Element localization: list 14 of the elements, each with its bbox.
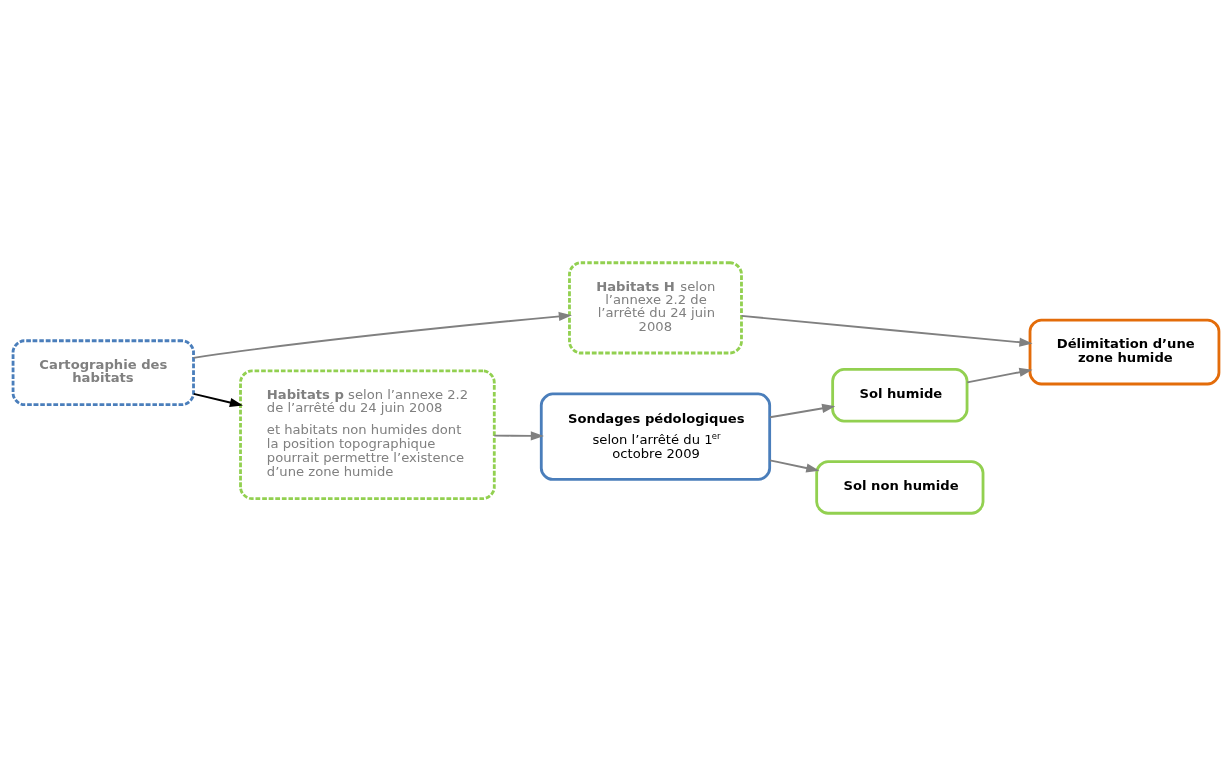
node-box: Sondages pédologiques selon l’arrêté du 1$^{er}$ octobre 2009 [539, 391, 772, 481]
arrow [768, 403, 836, 418]
node-box: Sol humide [831, 367, 969, 423]
arrow [966, 367, 1033, 383]
arrow [768, 458, 820, 473]
arrow [192, 311, 572, 359]
node-box: Délimitation d’une zone humide [1028, 318, 1221, 385]
node-box: Cartographie des habitats [11, 338, 195, 406]
node-box: Habitats p selon l’annexe 2.2 de l’arrêté du 24 juin 2008 et habitats non humides dont la position topographique pourrait permettre l’existence d’une zone humide [239, 368, 496, 500]
arrow [192, 392, 243, 407]
arrow [740, 314, 1033, 347]
arrow [493, 430, 544, 440]
node-box: Habitats H selon l’annexe 2.2 de l’arrêté du 24 juin 2008 [568, 260, 743, 354]
node-box: Sol non humide [815, 459, 985, 515]
